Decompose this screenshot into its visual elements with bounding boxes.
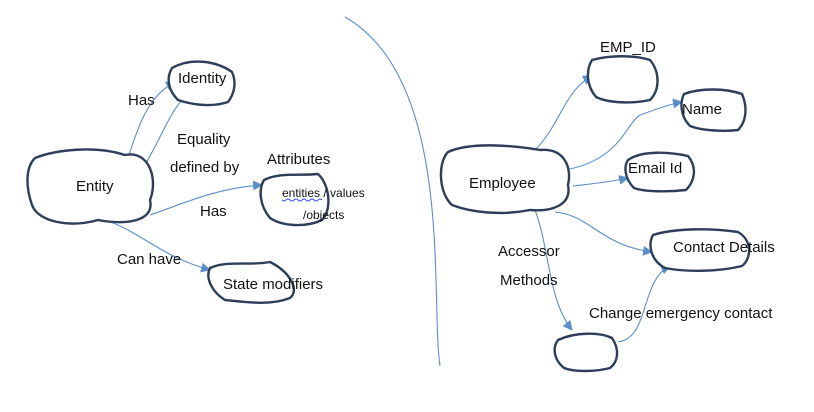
connector-change-contact xyxy=(617,265,671,343)
employee-blob xyxy=(439,144,571,215)
accessor-label-line2: Methods xyxy=(500,272,558,289)
identity-blob xyxy=(167,60,236,107)
connector-employee-email xyxy=(572,175,629,187)
contact-details-label: Contact Details xyxy=(673,239,775,256)
employee-label: Employee xyxy=(469,175,536,192)
connector-employee-empid xyxy=(534,75,593,151)
empid-label: EMP_ID xyxy=(600,39,656,56)
connector-entity-identity xyxy=(127,81,176,159)
connector-employee-contact xyxy=(554,211,653,256)
email-blob xyxy=(624,151,696,193)
contact-details-blob xyxy=(649,228,751,272)
state-modifiers-blob xyxy=(207,260,296,304)
relation-equality-line1: Equality xyxy=(177,131,231,148)
attributes-content-entities: entities xyxy=(282,186,320,200)
attributes-content-values: / values xyxy=(320,186,365,200)
accessor-label-line1: Accessor xyxy=(498,243,560,260)
connector-employee-name xyxy=(564,98,683,171)
divider-arc xyxy=(344,16,441,367)
empid-blob xyxy=(586,55,659,104)
relation-equality-line2: defined by xyxy=(170,159,240,176)
connector-entity-attributes xyxy=(149,180,263,216)
attributes-label: Attributes xyxy=(267,151,330,168)
relation-can-have: Can have xyxy=(117,251,181,268)
connector-employee-accessor xyxy=(534,209,573,331)
attributes-content-objects: /objects xyxy=(303,208,344,222)
attributes-content: entities / values xyxy=(282,186,365,200)
change-contact-blob xyxy=(553,332,619,373)
name-label: Name xyxy=(682,101,722,118)
state-modifiers-label: State modifiers xyxy=(223,276,323,293)
entity-blob xyxy=(26,148,155,225)
name-blob xyxy=(680,88,747,132)
spellcheck-underline xyxy=(281,198,323,202)
email-label: Email Id xyxy=(628,160,682,177)
change-contact-label: Change emergency contact xyxy=(589,305,773,322)
relation-has-identity: Has xyxy=(128,92,155,109)
identity-label: Identity xyxy=(178,70,227,87)
entity-label: Entity xyxy=(76,178,114,195)
relation-has-attributes: Has xyxy=(200,203,227,220)
